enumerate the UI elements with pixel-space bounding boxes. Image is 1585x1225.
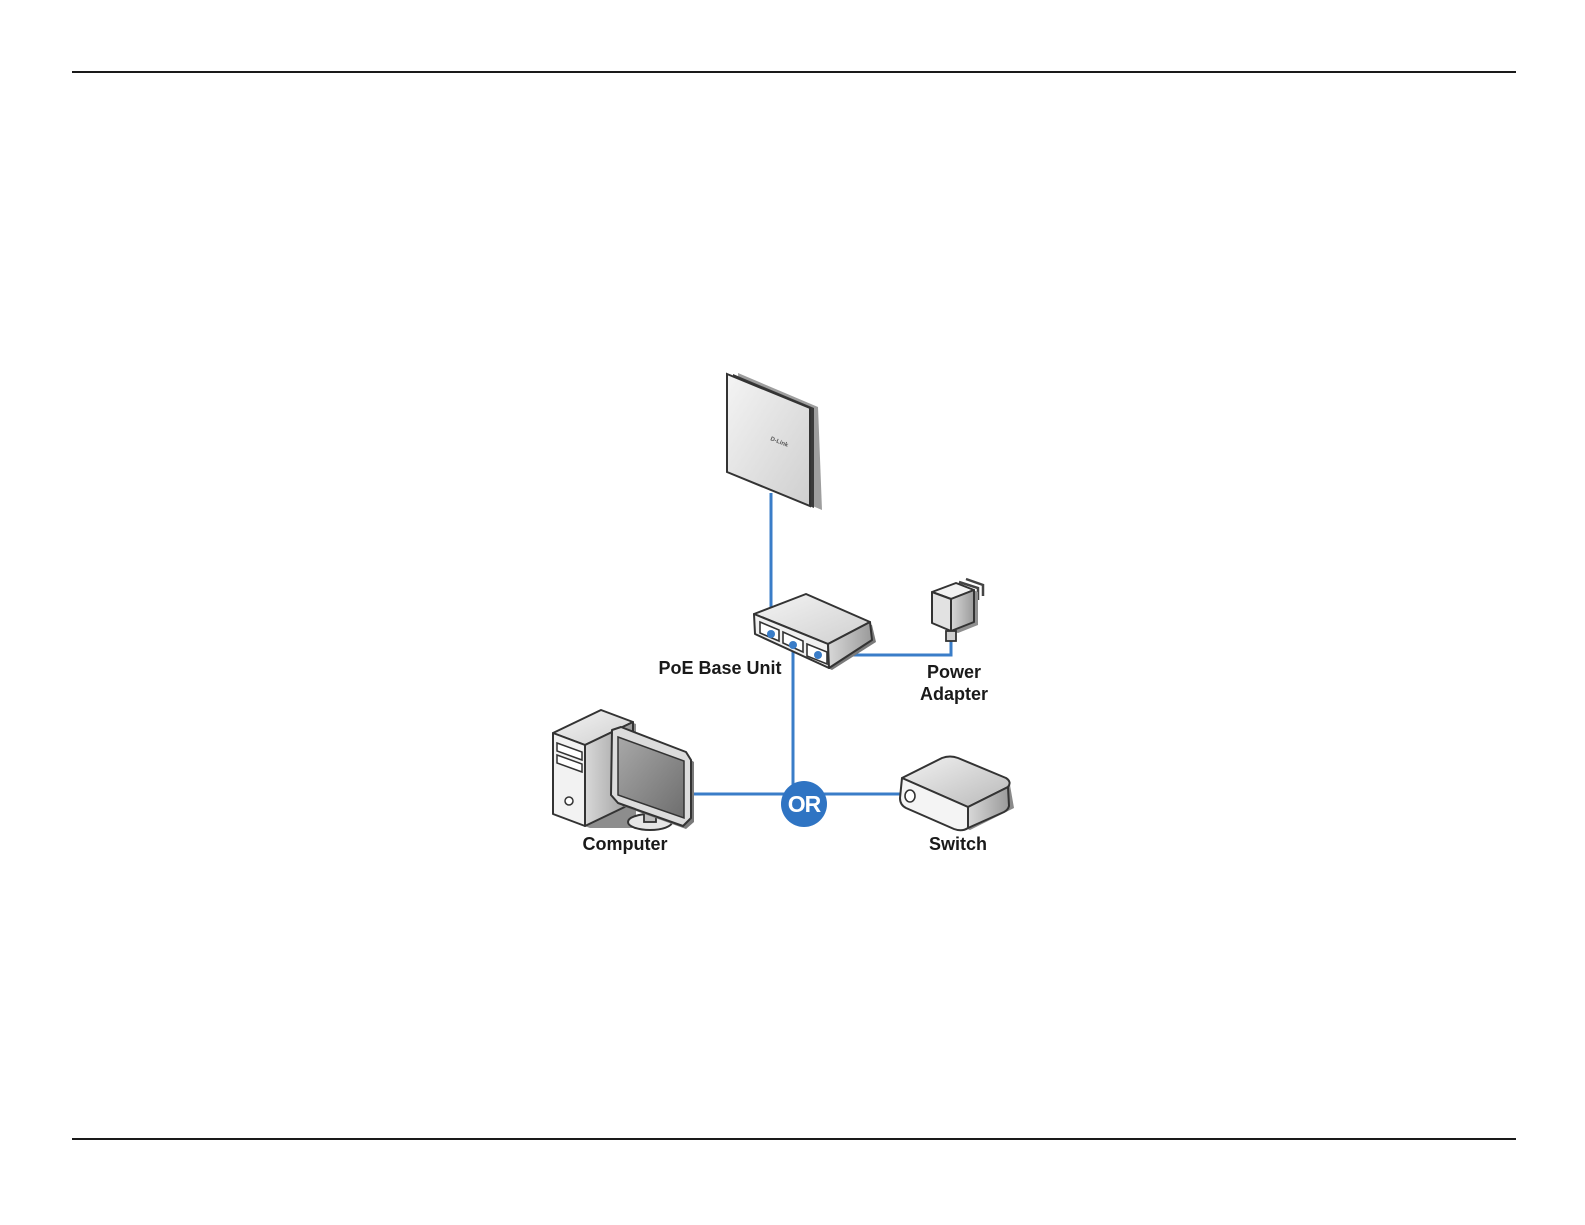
computer-label: Computer <box>575 833 675 855</box>
power-adapter-icon <box>932 579 983 641</box>
switch-icon <box>900 757 1014 831</box>
power-adapter-label-line2: Adapter <box>904 683 1004 705</box>
access-point-icon: D-Link <box>727 373 822 510</box>
switch-label: Switch <box>918 833 998 855</box>
power-adapter-label: Power Adapter <box>904 661 1004 705</box>
computer-icon <box>553 710 694 830</box>
poe-base-unit-label: PoE Base Unit <box>655 657 785 679</box>
or-badge: OR <box>781 781 827 827</box>
power-adapter-label-line1: Power <box>904 661 1004 683</box>
